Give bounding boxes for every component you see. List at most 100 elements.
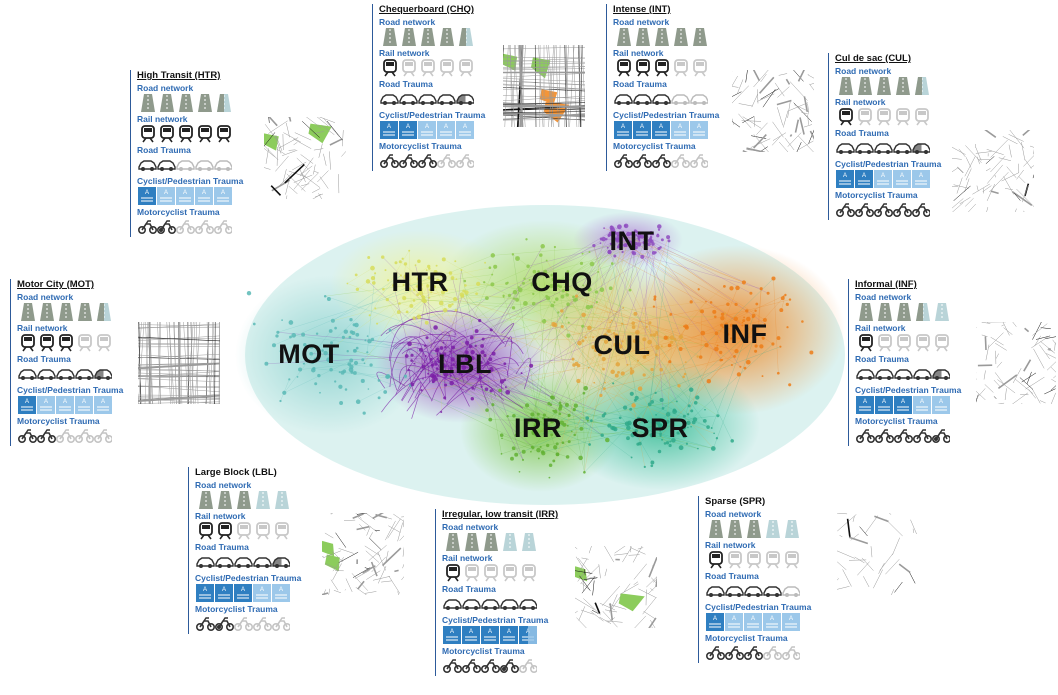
- motorcycle-icon: [912, 429, 933, 444]
- pedestrian-sign-icon: A: [519, 626, 537, 644]
- network-node: [402, 283, 405, 287]
- map-street: [1032, 323, 1048, 336]
- map-street: [1044, 336, 1056, 340]
- map-street: [837, 514, 857, 532]
- map-street: [338, 548, 354, 554]
- network-node: [666, 235, 671, 240]
- map-street: [1002, 136, 1018, 145]
- network-node: [567, 321, 570, 324]
- motorcycle-icon: [689, 154, 708, 169]
- ped-trauma-label: Cyclist/Pedestrian Trauma: [835, 159, 942, 169]
- map-street: [990, 190, 999, 195]
- pedestrian-sign-icon: A: [875, 396, 893, 414]
- road-lane-icon: [141, 94, 155, 112]
- network-node: [506, 414, 509, 418]
- map-street: [1031, 335, 1051, 349]
- map-street: [581, 576, 596, 594]
- network-node: [355, 287, 360, 292]
- map-street: [583, 576, 595, 580]
- network-node: [352, 371, 357, 375]
- network-node: [614, 373, 619, 378]
- map-street: [760, 88, 780, 100]
- network-node: [429, 357, 433, 361]
- network-node: [645, 235, 648, 238]
- map-street: [394, 569, 399, 573]
- network-node: [583, 386, 588, 391]
- road-lane-icon: [858, 77, 872, 95]
- network-node: [385, 374, 391, 379]
- network-node: [525, 424, 527, 427]
- network-edge: [532, 425, 654, 448]
- network-node: [605, 237, 608, 241]
- map-street: [504, 45, 509, 127]
- map-street: [614, 553, 629, 556]
- map-street: [750, 138, 771, 148]
- network-node: [525, 419, 530, 424]
- map-street: [1053, 375, 1056, 379]
- svg-text:A: A: [183, 190, 187, 196]
- network-node: [525, 238, 528, 241]
- network-edge: [544, 319, 604, 370]
- network-node: [702, 418, 707, 423]
- network-node: [489, 389, 493, 393]
- motorcycle-icon: [743, 646, 764, 661]
- pedestrian-sign-icon: A: [690, 121, 708, 139]
- map-street: [581, 45, 585, 114]
- map-street: [1024, 159, 1032, 169]
- network-edge: [544, 401, 677, 425]
- network-node: [598, 352, 602, 357]
- network-node: [458, 371, 462, 375]
- map-street: [741, 120, 762, 122]
- network-node: [424, 320, 429, 325]
- map-street: [503, 60, 585, 63]
- network-node: [642, 231, 645, 235]
- map-street: [144, 322, 149, 404]
- map-street: [1021, 372, 1037, 383]
- road-trauma-rating: [855, 364, 961, 384]
- road-network-label: Road network: [442, 522, 499, 532]
- network-node: [488, 417, 493, 422]
- network-node: [655, 331, 659, 335]
- network-node: [470, 349, 475, 355]
- map-street: [842, 569, 852, 587]
- map-street: [797, 70, 805, 82]
- svg-text:A: A: [469, 629, 473, 635]
- network-edge: [536, 421, 553, 435]
- network-node: [585, 304, 591, 310]
- network-node: [488, 266, 492, 270]
- rail-icons: [709, 551, 799, 569]
- road-lane-icon: [446, 533, 460, 551]
- network-edge: [435, 363, 549, 404]
- map-street: [268, 120, 288, 134]
- map-street: [633, 563, 647, 580]
- car-icon: [443, 599, 462, 610]
- map-street: [178, 322, 181, 404]
- map-street: [328, 588, 330, 595]
- network-node: [264, 361, 269, 366]
- network-node: [441, 257, 446, 262]
- network-edge: [680, 336, 733, 441]
- network-node: [553, 445, 558, 450]
- motorcycle-icon: [461, 659, 482, 674]
- network-node: [566, 333, 571, 338]
- network-edge: [538, 271, 548, 427]
- map-street: [742, 116, 755, 124]
- network-node: [644, 239, 647, 242]
- network-node: [461, 365, 467, 370]
- moto_trauma-icons: [442, 659, 537, 674]
- network-edge: [479, 362, 507, 406]
- network-edge: [423, 300, 589, 308]
- network-edge: [544, 251, 610, 289]
- network-node: [484, 387, 489, 391]
- motorcycle-icon: [398, 154, 419, 169]
- map-street: [318, 117, 336, 123]
- svg-text:A: A: [221, 190, 225, 196]
- network-node: [477, 372, 480, 375]
- road-rating: [137, 93, 243, 113]
- network-edge: [655, 328, 755, 416]
- network-edge: [568, 335, 668, 443]
- car-icon: [138, 160, 157, 171]
- network-node: [428, 296, 431, 299]
- network-node: [558, 401, 562, 405]
